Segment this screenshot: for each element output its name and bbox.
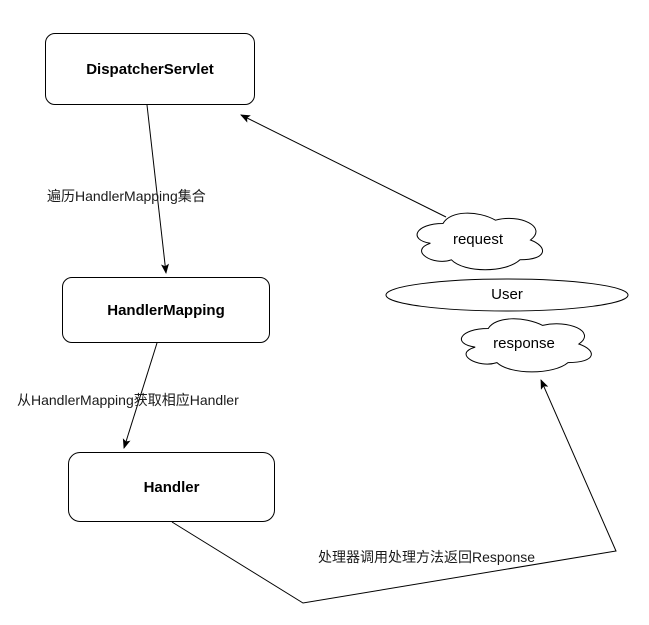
edge-handler-to-response <box>171 379 617 604</box>
node-dispatcher-servlet-label: DispatcherServlet <box>86 60 214 78</box>
response-cloud-label: response <box>493 335 555 352</box>
edge-handlermapping-to-handler <box>122 342 158 449</box>
edge-label-get-handler: 从HandlerMapping获取相应Handler <box>17 392 239 408</box>
node-handler-mapping[interactable]: HandlerMapping <box>62 277 270 343</box>
edge-label-traverse-handlermapping: 遍历HandlerMapping集合 <box>47 188 206 204</box>
node-handler-mapping-label: HandlerMapping <box>107 301 225 319</box>
edge-dispatcher-to-handlermapping <box>146 104 169 274</box>
response-cloud-shape[interactable] <box>461 318 592 373</box>
edge-label-return-response: 处理器调用处理方法返回Response <box>318 549 536 565</box>
request-cloud-label: request <box>452 231 504 248</box>
edge-request-to-dispatcher <box>240 114 447 218</box>
node-handler[interactable]: Handler <box>68 452 275 522</box>
user-ellipse-label: User <box>491 286 523 303</box>
user-ellipse-shape[interactable] <box>385 278 629 312</box>
request-cloud-shape[interactable] <box>416 212 543 271</box>
node-handler-label: Handler <box>143 478 200 496</box>
node-dispatcher-servlet[interactable]: DispatcherServlet <box>45 33 255 105</box>
